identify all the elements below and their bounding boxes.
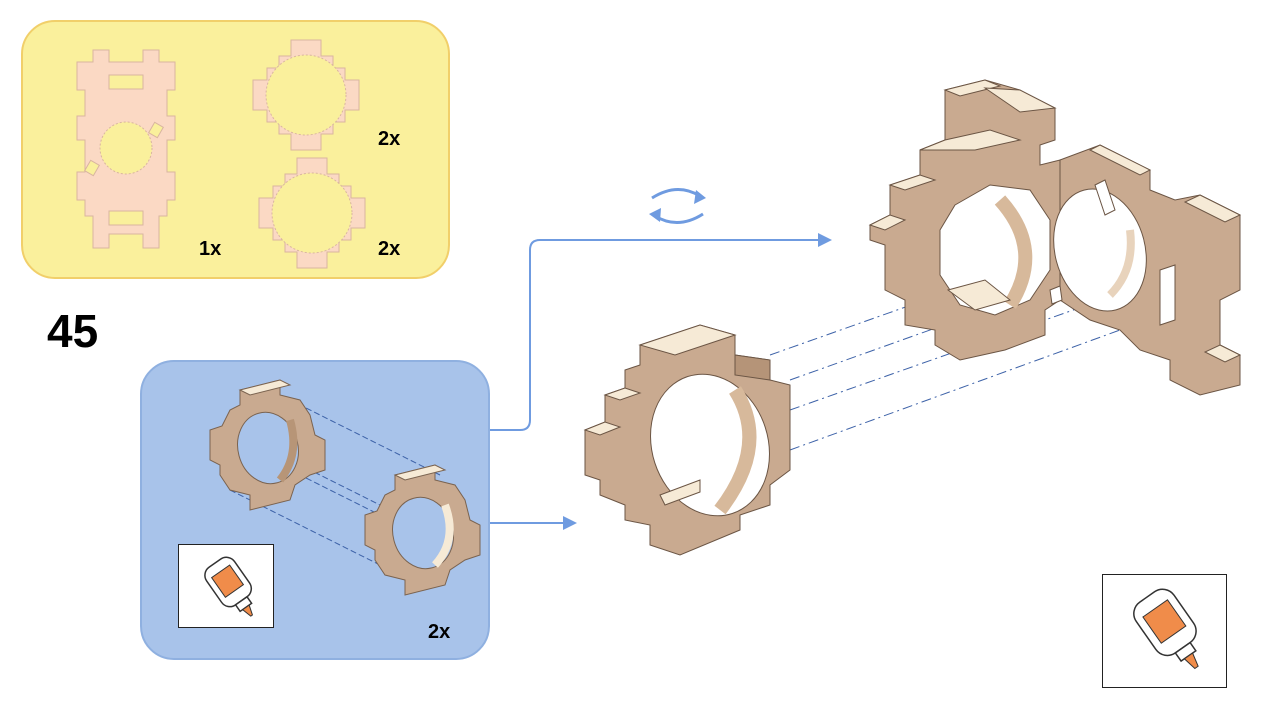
long-frame-part (76, 49, 176, 249)
step-number: 45 (47, 305, 99, 357)
glue-bottle-icon (204, 556, 254, 617)
subassembly-ring-1 (209, 379, 326, 511)
glue-bottle-icon (1133, 588, 1199, 670)
parts-panel: 1x 2x 2x (21, 20, 450, 279)
quantity-ring-a: 2x (378, 128, 401, 150)
flow-arrow-upper (490, 233, 832, 431)
flow-arrow-lower (490, 516, 577, 530)
rotate-arrows-icon (649, 188, 706, 224)
subassembly-panel: 2x (140, 360, 490, 660)
front-ring-assembly (583, 324, 791, 556)
main-frame-assembly (868, 79, 1242, 396)
quantity-ring-b: 2x (378, 238, 401, 260)
subassembly-glue-box (178, 544, 274, 628)
ring-part-b (258, 157, 366, 269)
quantity-long-frame: 1x (199, 238, 222, 260)
ring-part-a (252, 39, 360, 151)
glue-box (1102, 574, 1227, 688)
subassembly-ring-2 (364, 464, 481, 596)
quantity-subassembly: 2x (428, 621, 451, 643)
